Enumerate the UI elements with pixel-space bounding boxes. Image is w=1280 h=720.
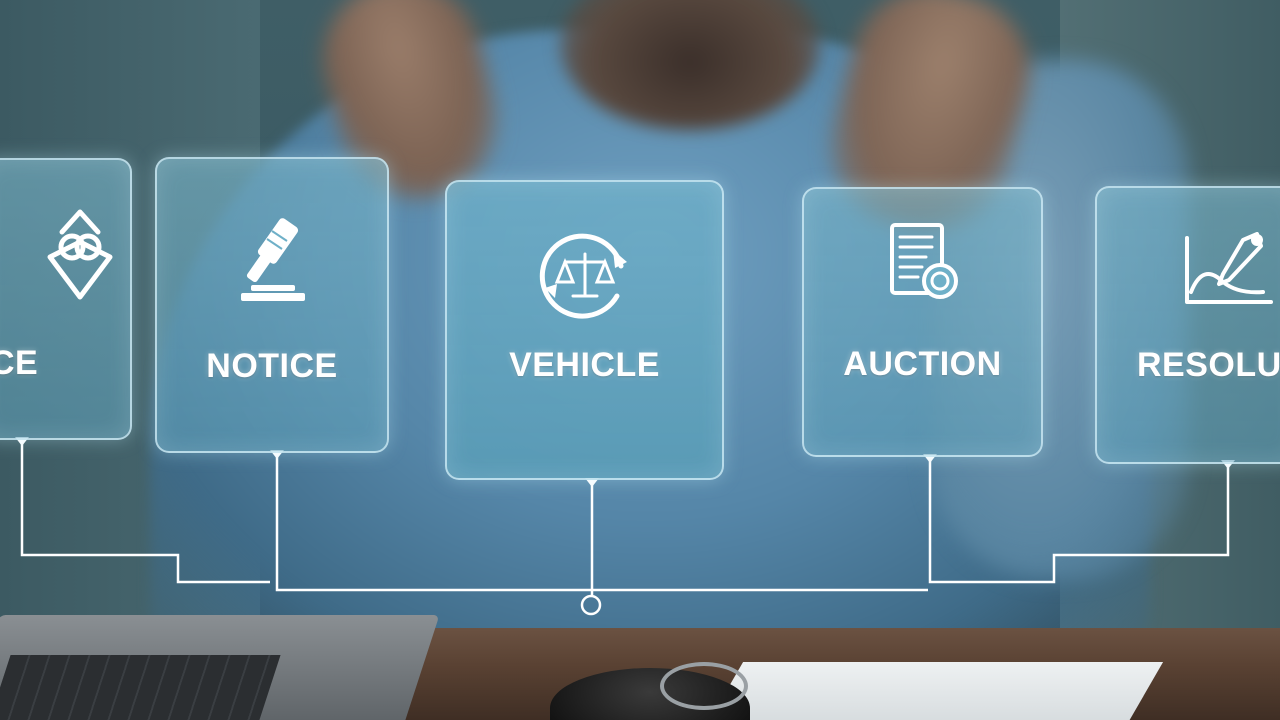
graph-pen-icon [1185,232,1273,304]
card-label-auction: AUCTION [843,345,1002,383]
key-ring [660,662,748,710]
person-head [560,0,820,130]
process-card-resolution: RESOLU [1095,186,1280,464]
scales-cycle-icon [539,233,627,319]
process-card-auction: AUCTION [802,187,1043,457]
card-label-ice: ICE [0,344,39,382]
handshake-icon [47,209,113,300]
card-label-notice: NOTICE [206,347,338,385]
laptop-keyboard [0,655,281,720]
gavel-icon [241,218,305,301]
card-label-vehicle: VEHICLE [509,346,660,384]
process-card-ice: ICE [0,158,132,440]
paper-document [696,662,1164,720]
document-coin-icon [889,223,958,299]
process-card-notice: NOTICE [155,157,389,453]
process-card-vehicle: VEHICLE [445,180,724,480]
card-label-resolution: RESOLU [1137,346,1280,384]
